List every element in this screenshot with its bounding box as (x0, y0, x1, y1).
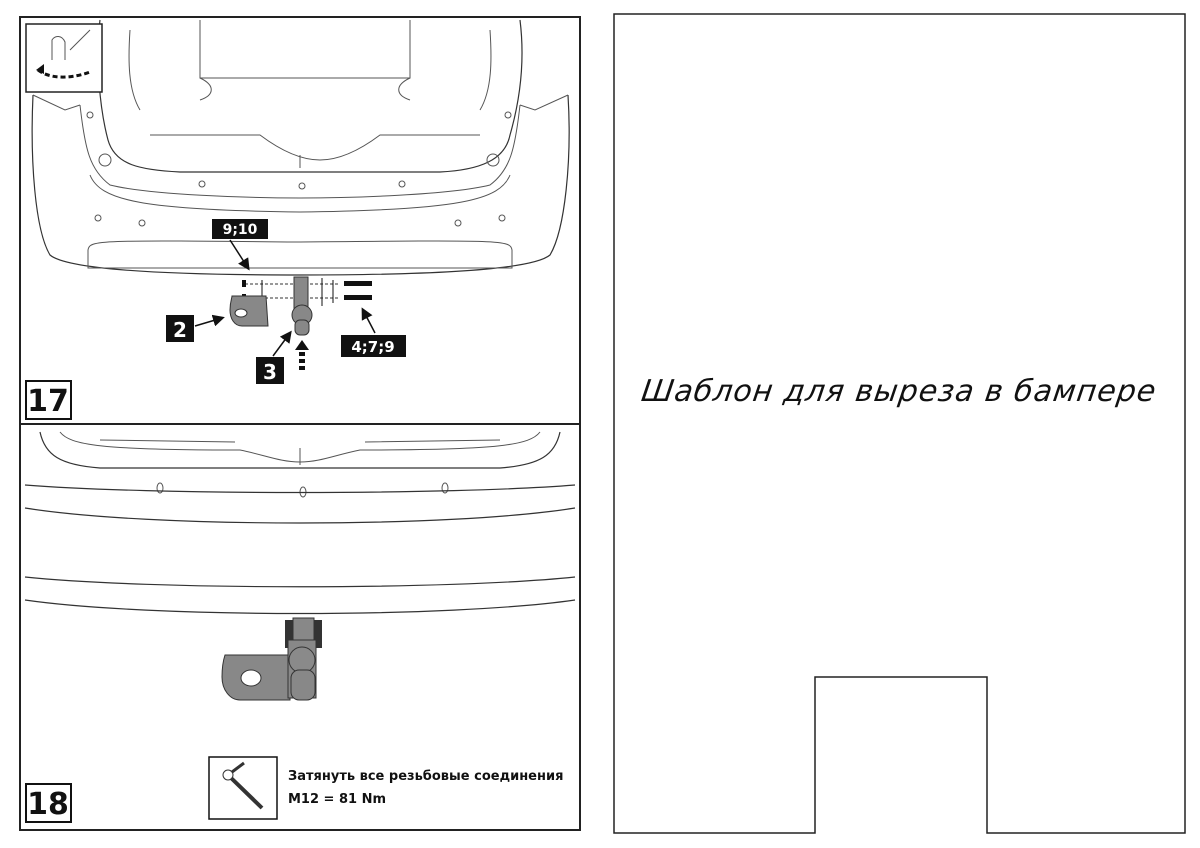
svg-text:18: 18 (27, 787, 69, 822)
template-title: Шаблон для выреза в бампере (639, 374, 1159, 409)
svg-text:9;10: 9;10 (223, 222, 258, 238)
svg-text:3: 3 (263, 360, 277, 384)
torque-wrench-icon (208, 756, 278, 820)
svg-text:2: 2 (173, 318, 187, 342)
part-label-3: 3 (256, 330, 292, 384)
torque-instruction: Затянуть все резьбовые соединения (288, 769, 563, 784)
part-label-9-10: 9;10 (212, 219, 268, 271)
installed-towbar (221, 617, 322, 701)
svg-text:17: 17 (27, 384, 69, 419)
step-number-17: 17 (25, 380, 72, 420)
svg-text:4;7;9: 4;7;9 (351, 338, 394, 356)
car-rear-drawing (31, 19, 570, 276)
bumper-closeup-drawing (24, 431, 576, 615)
remove-cap-icon (25, 23, 103, 93)
bumper-cutout-template: Шаблон для выреза в бампере (613, 13, 1186, 834)
torque-note: Затянуть все резьбовые соединения M12 = … (208, 756, 563, 820)
step-17-illustration: 9;10 2 3 4;7;9 17 (25, 19, 570, 420)
part-label-4-7-9: 4;7;9 (341, 307, 406, 357)
towbar-parts-exploded (229, 276, 372, 370)
step-18-illustration: Затянуть все резьбовые соединения M12 = … (24, 431, 576, 823)
step-number-18: 18 (25, 783, 72, 823)
part-label-2: 2 (166, 314, 225, 342)
steps-panel (19, 16, 581, 831)
torque-value: M12 = 81 Nm (288, 792, 386, 807)
